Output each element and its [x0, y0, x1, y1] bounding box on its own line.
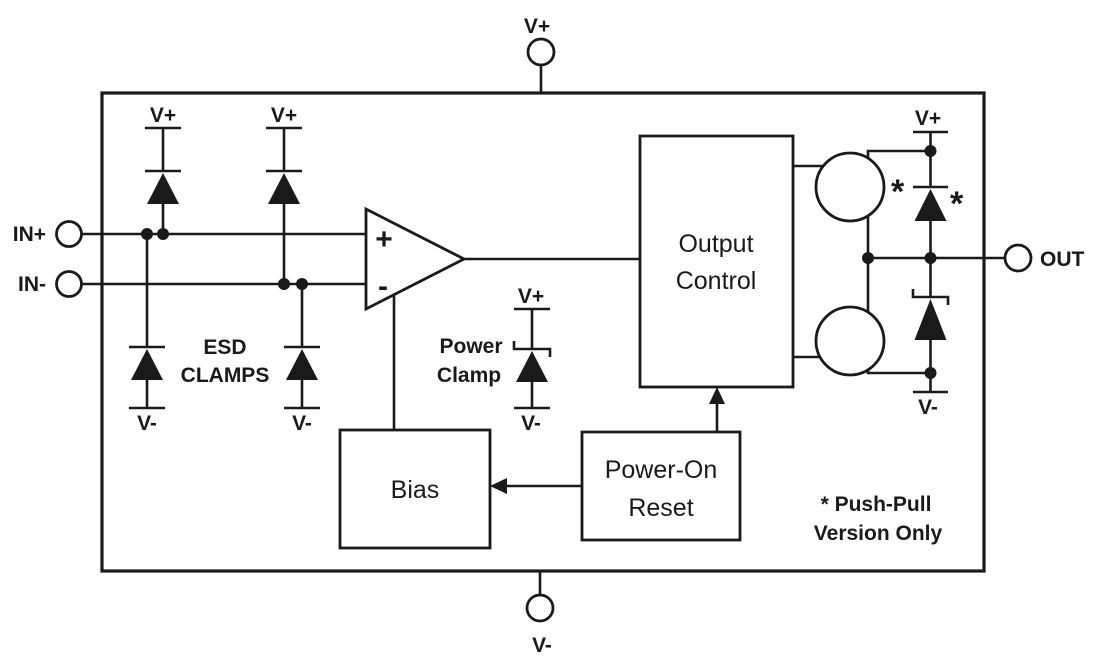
zener-symbol [914, 299, 947, 340]
pmos-asterisk: * [891, 173, 905, 211]
bias-block: Bias [338, 428, 492, 550]
comparator-triangle [364, 206, 468, 312]
vplus-pin-circle [526, 37, 556, 67]
svg-text:Reset: Reset [628, 494, 693, 522]
comparator-plus-sign: + [375, 223, 393, 256]
svg-text:Bias: Bias [391, 476, 440, 504]
vplus-rail-label: V+ [150, 104, 176, 127]
out-label: OUT [1040, 248, 1085, 271]
in-plus-label: IN+ [13, 223, 46, 246]
junction-dot [141, 228, 153, 240]
esd-diode-inminus-to-vminus: V- [284, 284, 320, 435]
vminus-rail-label: V- [521, 412, 541, 435]
arrowhead-up [709, 387, 725, 404]
por-to-bias-arrow [490, 478, 582, 494]
vminus-rail-label: V- [918, 396, 938, 419]
svg-text:Version Only: Version Only [814, 522, 943, 545]
power-on-reset-block: Power-On Reset [580, 430, 742, 542]
output-diode-vplus: * [913, 185, 964, 258]
junction-dot [296, 278, 308, 290]
nmos-circle [814, 305, 886, 377]
vminus-pin-label: V- [532, 634, 552, 657]
svg-text:* Push-Pull: * Push-Pull [821, 493, 932, 516]
in-plus-pin: IN+ [13, 220, 366, 248]
svg-text:Control: Control [676, 267, 757, 295]
zener-cathode-bar [512, 341, 552, 357]
svg-text:Power-On: Power-On [605, 456, 718, 484]
in-plus-circle [55, 220, 83, 248]
esd-diode-inplus-to-vplus: V+ [145, 104, 181, 233]
diode-symbol [147, 173, 179, 204]
pmos-high-side: * [793, 149, 931, 258]
in-minus-circle [55, 270, 83, 298]
output-zener-vminus: V- [911, 258, 950, 419]
svg-text:Clamp: Clamp [437, 364, 501, 387]
junction-dot [278, 278, 290, 290]
in-minus-pin: IN- [18, 270, 366, 298]
esd-clamps-annotation: ESD CLAMPS [181, 336, 270, 387]
zener-symbol [516, 351, 548, 382]
diode-asterisk: * [950, 185, 964, 223]
diode-symbol [914, 189, 947, 221]
vminus-rail-label: V- [292, 412, 312, 435]
junction-dot [924, 145, 937, 157]
esd-diode-inminus-to-vplus: V+ [266, 104, 302, 283]
vminus-supply-pin: V- [525, 571, 555, 657]
svg-text:ESD: ESD [203, 336, 246, 359]
vplus-rail-label: V+ [915, 107, 941, 130]
svg-text:Output: Output [678, 230, 753, 258]
vplus-pin-label: V+ [524, 15, 550, 38]
arrowhead-left [490, 478, 507, 494]
out-pin-circle [1003, 243, 1033, 273]
por-to-output-control-arrow [709, 387, 725, 432]
vplus-rail-label: V+ [518, 285, 544, 308]
output-control-block: Output Control [638, 134, 795, 389]
ic-boundary [100, 91, 986, 573]
pmos-circle [814, 151, 886, 223]
diode-symbol [131, 349, 163, 380]
diode-symbol [286, 349, 318, 380]
vplus-rail-label: V+ [271, 104, 297, 127]
vminus-pin-circle [525, 593, 555, 623]
esd-diode-inplus-to-vminus: V- [129, 234, 165, 435]
svg-text:Power: Power [439, 335, 502, 358]
svg-text:CLAMPS: CLAMPS [181, 364, 270, 387]
diode-symbol [268, 173, 300, 204]
vminus-rail-label: V- [137, 412, 157, 435]
push-pull-note: * Push-Pull Version Only [814, 493, 943, 545]
junction-dot [157, 228, 169, 240]
power-clamp: Power Clamp V+ V- [437, 285, 552, 435]
out-pin: OUT [862, 145, 1085, 273]
nmos-low-side [793, 258, 931, 377]
in-minus-label: IN- [18, 273, 46, 296]
output-stage-vplus-rail: V+ [913, 107, 948, 187]
comparator: + - [364, 206, 640, 430]
vplus-supply-pin: V+ [524, 15, 556, 93]
zener-cathode-bar [911, 289, 950, 305]
comparator-minus-sign: - [378, 270, 388, 303]
